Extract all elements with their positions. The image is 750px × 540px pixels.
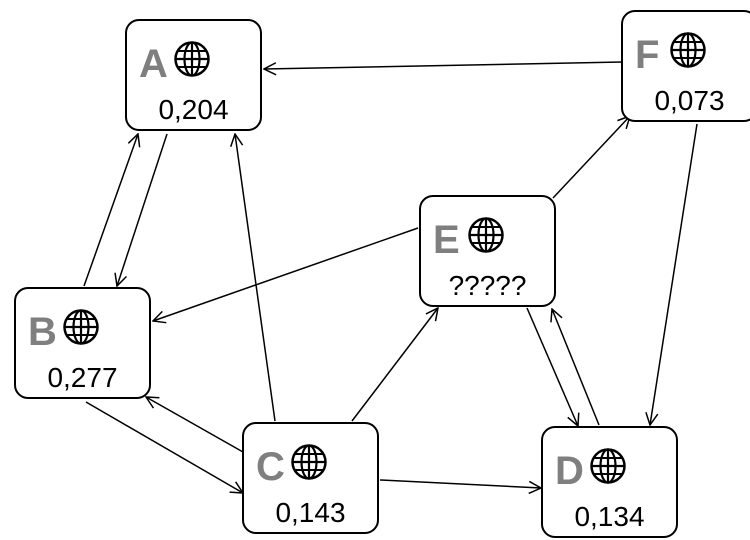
globe-icon-svg	[63, 309, 99, 345]
edge-e-to-d	[526, 307, 578, 426]
globe-icon	[588, 446, 628, 486]
node-value: ?????	[448, 270, 527, 301]
globe-icon	[61, 307, 101, 347]
edge-b-to-c	[85, 401, 243, 493]
node-b: B 0,277	[14, 287, 151, 399]
edge-f-to-a	[264, 61, 623, 69]
edge-b-to-a	[83, 134, 138, 287]
node-c: C 0,143	[242, 422, 379, 534]
globe-icon-svg	[291, 444, 327, 480]
edge-f-to-d	[650, 123, 698, 425]
globe-icon	[172, 39, 212, 79]
node-e: E ?????	[419, 195, 556, 307]
node-letter: C	[256, 445, 285, 489]
edge-a-to-b	[117, 133, 168, 286]
edge-c-to-a	[235, 134, 276, 422]
node-letter: B	[28, 310, 57, 354]
node-a: A 0,204	[125, 19, 262, 131]
edge-c-to-e	[351, 308, 438, 422]
globe-icon-svg	[670, 32, 706, 68]
node-d: D 0,134	[541, 426, 678, 538]
node-letter: E	[433, 218, 460, 262]
globe-icon-svg	[174, 41, 210, 77]
node-f: F 0,073	[621, 10, 750, 122]
node-value: 0,073	[654, 85, 725, 116]
node-letter: A	[139, 42, 168, 86]
node-letter: F	[635, 33, 660, 77]
node-value: 0,143	[275, 497, 346, 528]
globe-icon	[289, 442, 329, 482]
globe-icon	[466, 215, 506, 255]
edge-e-to-f	[552, 116, 630, 199]
node-value: 0,204	[158, 94, 229, 125]
globe-icon-svg	[590, 448, 626, 484]
globe-icon	[668, 30, 708, 70]
edge-e-to-b	[153, 227, 419, 321]
edge-c-to-d	[379, 479, 541, 488]
node-value: 0,277	[47, 362, 118, 393]
edge-c-to-b	[146, 397, 244, 453]
node-value: 0,134	[574, 501, 645, 532]
globe-icon-svg	[468, 217, 504, 253]
edge-d-to-e	[552, 309, 600, 426]
node-letter: D	[555, 449, 584, 493]
